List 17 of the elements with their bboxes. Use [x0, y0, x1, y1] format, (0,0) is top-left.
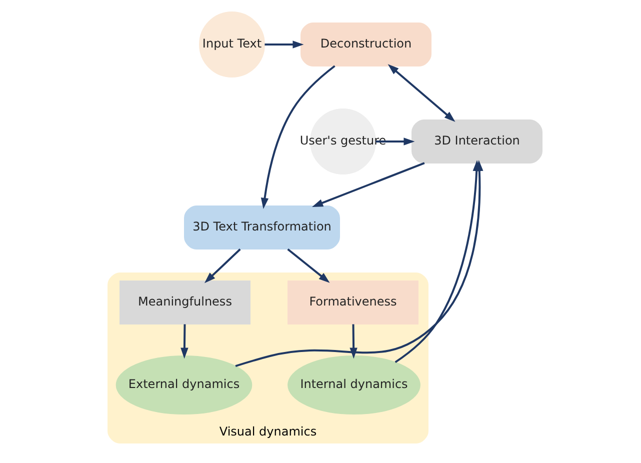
arrow: [286, 248, 330, 283]
arrow: [311, 162, 424, 207]
arrow: [349, 324, 357, 359]
arrow: [387, 64, 455, 122]
node-box: 3D Interaction: [411, 120, 542, 164]
arrow: [375, 138, 414, 146]
arrow: [204, 248, 240, 284]
node-box: Formativeness: [287, 280, 418, 324]
node-box: Deconstruction: [300, 22, 431, 66]
node-circle: Input Text: [198, 12, 264, 78]
node-ellipse: External dynamics: [115, 356, 252, 414]
arrow: [260, 65, 335, 209]
node-ellipse: Internal dynamics: [287, 356, 420, 414]
arrow: [180, 324, 188, 359]
node-box: Meaningfulness: [119, 280, 250, 324]
arrow: [264, 40, 304, 48]
node-box: 3D Text Transformation: [184, 206, 340, 250]
